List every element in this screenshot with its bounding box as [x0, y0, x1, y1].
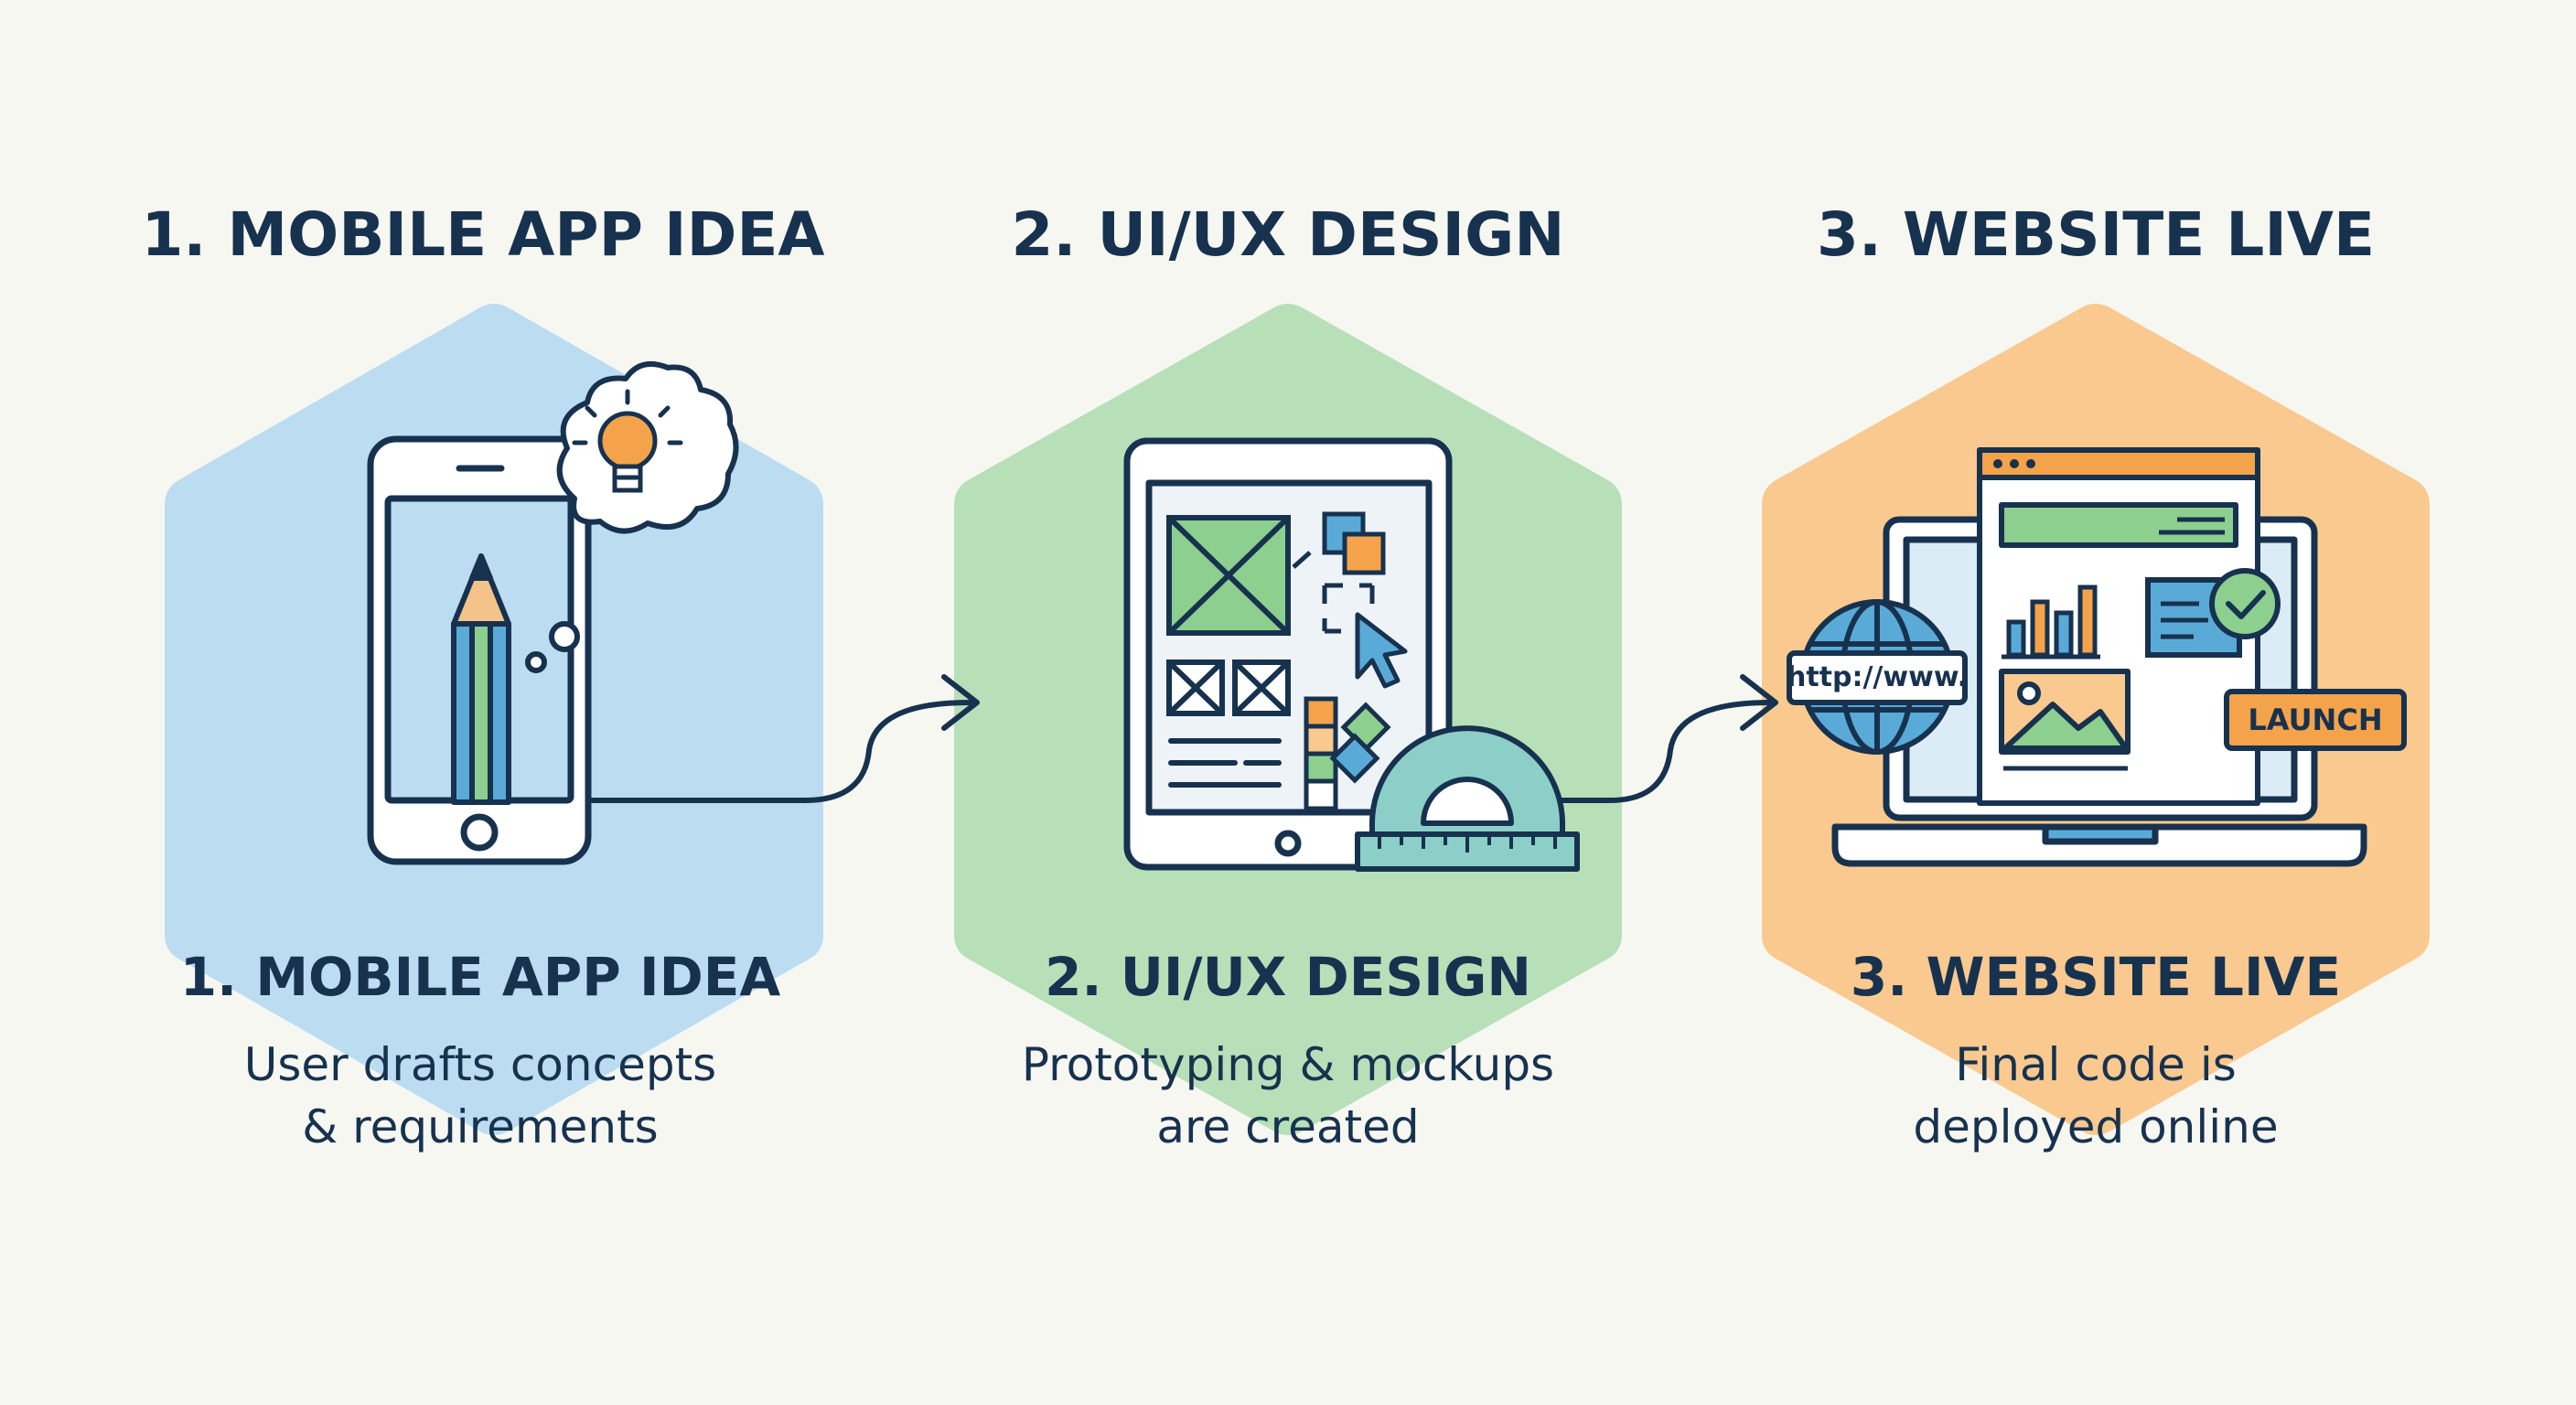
- step-2-hex-title: 2. UI/UX DESIGN: [1045, 946, 1531, 1008]
- url-badge-text: http://www.: [1787, 661, 1968, 693]
- step-3-title: 3. WEBSITE LIVE: [1816, 199, 2376, 270]
- step-2-description-line-1: Prototyping & mockups: [1021, 1038, 1555, 1091]
- arrowhead-1: [941, 674, 980, 731]
- protractor-icon: [1355, 725, 1580, 872]
- text-lines-icon: [1168, 738, 1282, 788]
- step-3-description-line-1: Final code is: [1955, 1038, 2237, 1091]
- step-3-hex-title: 3. WEBSITE LIVE: [1850, 946, 2342, 1008]
- layers-icon: [1322, 511, 1386, 575]
- launch-button: LAUNCH: [2224, 689, 2407, 751]
- step-3-description-line-2: deployed online: [1913, 1100, 2279, 1153]
- step-1-description-line-2: & requirements: [302, 1100, 659, 1153]
- pencil-icon: [451, 553, 511, 805]
- step-2-description-line-2: are created: [1156, 1100, 1420, 1153]
- selection-cursor-icon: [1292, 551, 1408, 689]
- bar-chart-icon: [2002, 585, 2100, 660]
- connector-arrow-1: [588, 700, 972, 803]
- step-1-hex-title: 1. MOBILE APP IDEA: [179, 946, 781, 1008]
- checkmark-badge-icon: [2209, 568, 2281, 639]
- connector-arrow-2: [1552, 700, 1773, 803]
- lightbulb-icon: [572, 389, 683, 493]
- url-badge: http://www.: [1787, 650, 1968, 705]
- landscape-image-icon: [1999, 669, 2131, 771]
- arrowhead-2: [1740, 674, 1778, 731]
- step-1-title: 1. MOBILE APP IDEA: [141, 199, 825, 270]
- color-swatch-icon: [1304, 696, 1391, 811]
- step-1-description-line-1: User drafts concepts: [243, 1038, 717, 1091]
- launch-label: LAUNCH: [2248, 702, 2382, 737]
- image-placeholder-icon: [1166, 515, 1291, 716]
- step-2-title: 2. UI/UX DESIGN: [1011, 199, 1565, 270]
